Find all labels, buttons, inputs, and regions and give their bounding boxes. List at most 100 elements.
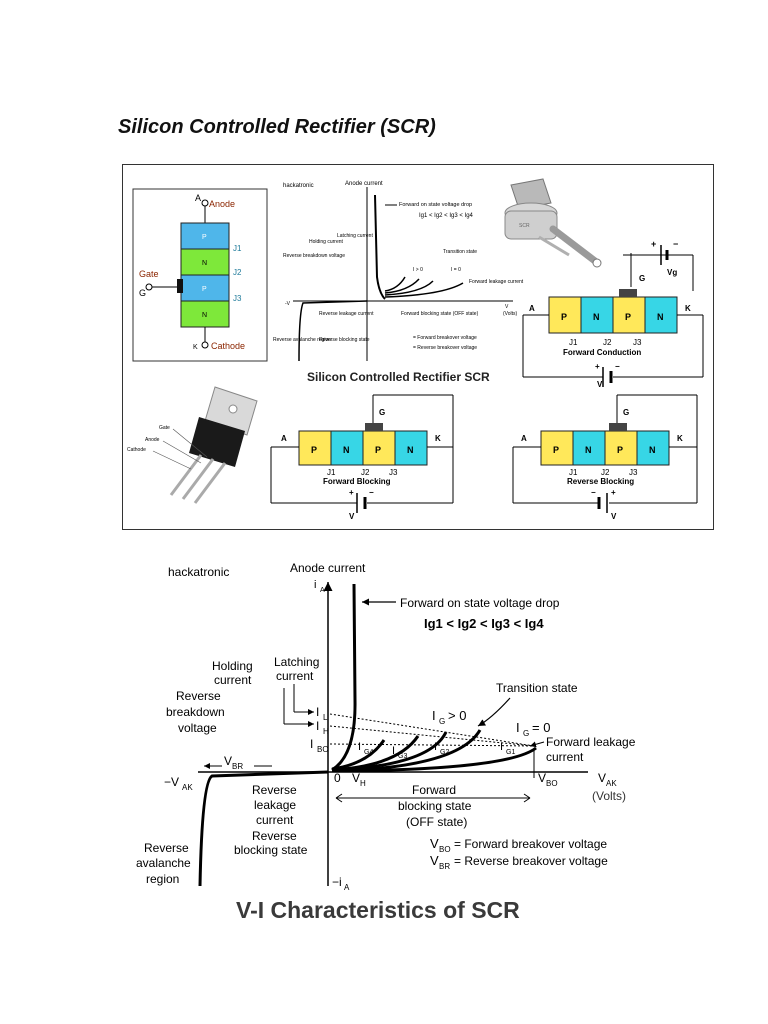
svg-text:> 0: > 0 <box>448 708 466 723</box>
svg-text:P: P <box>625 312 631 322</box>
svg-text:K: K <box>193 344 198 351</box>
svg-text:G: G <box>639 274 645 283</box>
svg-text:= Forward breakover voltage: = Forward breakover voltage <box>413 335 477 341</box>
to220-package-photo: Gate Anode Cathode <box>127 386 258 504</box>
svg-text:I: I <box>392 745 395 757</box>
svg-text:breakdown: breakdown <box>166 705 225 719</box>
svg-text:K: K <box>677 434 683 443</box>
svg-text:+: + <box>651 239 656 249</box>
svg-text:−: − <box>615 362 620 371</box>
svg-text:J3: J3 <box>629 468 638 477</box>
svg-text:AK: AK <box>606 779 617 788</box>
svg-text:G: G <box>379 408 385 417</box>
svg-text:= 0: = 0 <box>532 720 550 735</box>
layer-structure-diagram: A Anode P N P N J1 J2 J3 Gate G K Cathod… <box>132 188 268 362</box>
svg-text:V: V <box>611 512 617 521</box>
anode-letter: A <box>195 193 201 203</box>
svg-text:A: A <box>529 304 535 313</box>
svg-text:Holding: Holding <box>212 659 253 673</box>
svg-text:G1: G1 <box>506 749 515 756</box>
svg-text:Vg: Vg <box>667 268 677 277</box>
svg-text:I > 0: I > 0 <box>413 267 423 273</box>
svg-text:Forward leakage: Forward leakage <box>546 735 636 749</box>
svg-text:= Reverse breakover voltage: = Reverse breakover voltage <box>413 345 477 351</box>
svg-text:I: I <box>316 705 319 719</box>
svg-text:hackatronic: hackatronic <box>283 183 314 189</box>
layer-n2 <box>180 300 230 328</box>
svg-text:L: L <box>323 713 328 722</box>
svg-text:blocking state: blocking state <box>398 799 472 813</box>
svg-text:I = 0: I = 0 <box>451 267 461 273</box>
svg-text:V: V <box>598 771 606 785</box>
svg-text:I: I <box>434 741 437 753</box>
svg-text:Forward leakage current: Forward leakage current <box>469 279 524 285</box>
svg-text:Latching: Latching <box>274 655 319 669</box>
svg-text:G3: G3 <box>398 753 407 760</box>
svg-text:−: − <box>673 239 678 249</box>
svg-text:V: V <box>352 771 360 785</box>
small-vi-graph: hackatronic Anode current Forward on sta… <box>273 181 524 384</box>
svg-text:Reverse blocking state: Reverse blocking state <box>319 337 370 343</box>
svg-text:G: G <box>439 717 445 726</box>
svg-text:N: N <box>202 260 207 267</box>
svg-text:−i: −i <box>332 875 342 889</box>
svg-text:I: I <box>500 741 503 753</box>
svg-text:(OFF state): (OFF state) <box>406 815 467 829</box>
on-state-curve <box>331 583 357 772</box>
forward-blocking-caption: Forward Blocking <box>323 477 391 486</box>
vi-characteristics-figure: hackatronic Anode current i A Forward on… <box>118 550 648 928</box>
svg-text:current: current <box>256 813 294 827</box>
forward-drop-label: Forward on state voltage drop <box>400 596 560 610</box>
svg-text:N: N <box>585 445 592 455</box>
svg-text:= Forward breakover voltage: = Forward breakover voltage <box>454 837 607 851</box>
svg-text:region: region <box>146 872 179 886</box>
svg-text:Reverse: Reverse <box>176 689 221 703</box>
svg-text:P: P <box>375 445 381 455</box>
svg-text:(Volts): (Volts) <box>503 311 518 317</box>
svg-text:J1: J1 <box>569 338 578 347</box>
layer-p1 <box>180 222 230 250</box>
forward-conduction-circuit: + − Vg G P N P N A K J1 J2 J3 Forward Co… <box>522 239 704 389</box>
svg-text:−V: −V <box>164 775 179 789</box>
scr-overview-figure: A Anode P N P N J1 J2 J3 Gate G K Cathod… <box>122 164 714 530</box>
reverse-blocking-circuit: G P N P N A K J1 J2 J3 Reverse Blocking … <box>512 394 698 521</box>
svg-text:G2: G2 <box>440 749 449 756</box>
anode-label: Anode <box>209 199 235 209</box>
svg-text:I: I <box>516 720 520 735</box>
svg-text:blocking state: blocking state <box>234 843 308 857</box>
svg-text:A: A <box>320 587 325 594</box>
page-title: Silicon Controlled Rectifier (SCR) <box>118 116 436 138</box>
svg-text:P: P <box>202 234 207 241</box>
svg-text:i: i <box>314 579 316 591</box>
forward-conduction-caption: Forward Conduction <box>563 348 641 357</box>
svg-text:N: N <box>657 312 664 322</box>
svg-text:Anode: Anode <box>145 437 160 443</box>
svg-text:Reverse leakage current: Reverse leakage current <box>319 311 374 317</box>
svg-text:Forward: Forward <box>412 783 456 797</box>
svg-text:= Reverse breakover voltage: = Reverse breakover voltage <box>454 854 608 868</box>
vi-characteristics-svg: hackatronic Anode current i A Forward on… <box>136 561 636 923</box>
svg-text:Holding current: Holding current <box>309 239 344 245</box>
svg-text:I: I <box>316 719 319 733</box>
svg-text:I: I <box>310 737 313 751</box>
svg-text:K: K <box>685 304 691 313</box>
scr-overview-svg: A Anode P N P N J1 J2 J3 Gate G K Cathod… <box>127 178 704 521</box>
svg-text:P: P <box>202 286 207 293</box>
svg-text:P: P <box>561 312 567 322</box>
svg-text:leakage: leakage <box>254 798 296 812</box>
svg-text:+: + <box>595 362 600 371</box>
svg-text:N: N <box>649 445 656 455</box>
anode-current-label: Anode current <box>290 561 366 575</box>
stud-scr-marking: SCR <box>519 223 530 229</box>
svg-text:N: N <box>407 445 414 455</box>
svg-text:V: V <box>349 512 355 521</box>
svg-text:voltage: voltage <box>178 721 217 735</box>
svg-text:I: I <box>432 708 436 723</box>
svg-text:+: + <box>349 488 354 497</box>
curve-ig4 <box>331 739 386 771</box>
svg-text:+: + <box>611 488 616 497</box>
svg-text:current: current <box>214 673 252 687</box>
svg-text:Reverse: Reverse <box>144 841 189 855</box>
svg-text:BO: BO <box>439 845 451 854</box>
svg-text:BR: BR <box>439 862 450 871</box>
